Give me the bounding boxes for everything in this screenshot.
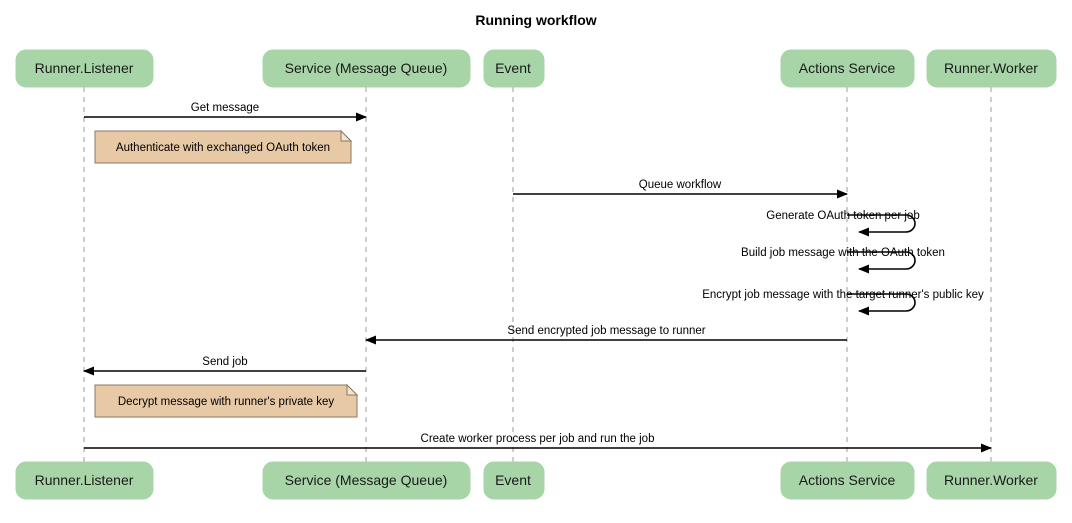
note-1[interactable]: Decrypt message with runner's private ke… bbox=[94, 383, 359, 418]
lifelines-layer bbox=[83, 87, 992, 462]
note-fold-corner bbox=[340, 129, 353, 142]
message-label: Get message bbox=[191, 102, 259, 114]
self-loop-path bbox=[847, 251, 916, 274]
message-label: Create worker process per job and run th… bbox=[421, 433, 655, 445]
participant-box bbox=[926, 49, 1057, 88]
note-body bbox=[94, 384, 358, 418]
participant-service_mq-top[interactable]: Service (Message Queue) bbox=[262, 49, 471, 88]
note-fold-corner bbox=[346, 383, 359, 396]
participant-box bbox=[926, 461, 1057, 500]
note-label: Decrypt message with runner's private ke… bbox=[118, 396, 335, 408]
message-4[interactable]: Encrypt job message with the target runn… bbox=[702, 289, 984, 316]
participant-label: Event bbox=[495, 472, 531, 488]
participant-service_mq-bottom[interactable]: Service (Message Queue) bbox=[262, 461, 471, 500]
participant-box bbox=[262, 49, 471, 88]
message-label: Build job message with the OAuth token bbox=[741, 247, 945, 259]
participant-event-bottom[interactable]: Event bbox=[483, 461, 545, 500]
participant-runner_listener-top[interactable]: Runner.Listener bbox=[15, 49, 154, 88]
participant-label: Actions Service bbox=[799, 60, 896, 76]
note-body bbox=[94, 130, 352, 164]
self-loop-path bbox=[847, 293, 916, 316]
message-7[interactable]: Create worker process per job and run th… bbox=[84, 433, 992, 453]
participant-actions_service-bottom[interactable]: Actions Service bbox=[780, 461, 915, 500]
message-2[interactable]: Generate OAuth token per job bbox=[766, 210, 920, 237]
participant-runner_worker-top[interactable]: Runner.Worker bbox=[926, 49, 1057, 88]
participant-runner_worker-bottom[interactable]: Runner.Worker bbox=[926, 461, 1057, 500]
participant-box bbox=[262, 461, 471, 500]
participant-event-top[interactable]: Event bbox=[483, 49, 545, 88]
participant-box bbox=[780, 49, 915, 88]
participant-box bbox=[15, 49, 154, 88]
participant-box bbox=[15, 461, 154, 500]
message-6[interactable]: Send job bbox=[83, 356, 366, 376]
note-0[interactable]: Authenticate with exchanged OAuth token bbox=[94, 129, 353, 164]
participant-box bbox=[483, 49, 545, 88]
message-label: Encrypt job message with the target runn… bbox=[702, 289, 984, 301]
notes-layer: Authenticate with exchanged OAuth tokenD… bbox=[94, 129, 359, 418]
participant-label: Service (Message Queue) bbox=[285, 472, 448, 488]
message-label: Queue workflow bbox=[639, 179, 722, 191]
participant-box bbox=[483, 461, 545, 500]
participant-label: Service (Message Queue) bbox=[285, 60, 448, 76]
participant-label: Runner.Worker bbox=[944, 472, 1038, 488]
message-3[interactable]: Build job message with the OAuth token bbox=[741, 247, 945, 274]
message-label: Send encrypted job message to runner bbox=[507, 325, 705, 337]
message-5[interactable]: Send encrypted job message to runner bbox=[365, 325, 847, 345]
message-label: Generate OAuth token per job bbox=[766, 210, 919, 222]
participant-label: Runner.Listener bbox=[35, 60, 134, 76]
participant-label: Event bbox=[495, 60, 531, 76]
participant-actions_service-top[interactable]: Actions Service bbox=[780, 49, 915, 88]
participant-runner_listener-bottom[interactable]: Runner.Listener bbox=[15, 461, 154, 500]
message-1[interactable]: Queue workflow bbox=[513, 179, 848, 199]
participant-box bbox=[780, 461, 915, 500]
participant-label: Actions Service bbox=[799, 472, 896, 488]
message-0[interactable]: Get message bbox=[84, 102, 367, 122]
note-label: Authenticate with exchanged OAuth token bbox=[116, 142, 330, 154]
diagram-title: Running workflow bbox=[475, 12, 596, 28]
participant-label: Runner.Worker bbox=[944, 60, 1038, 76]
participants-top-layer: Runner.Listener Service (Message Queue) Ev… bbox=[15, 49, 1057, 88]
participant-label: Runner.Listener bbox=[35, 472, 134, 488]
self-loop-path bbox=[847, 214, 916, 237]
participants-bottom-layer: Runner.Listener Service (Message Queue) Ev… bbox=[15, 461, 1057, 500]
message-label: Send job bbox=[202, 356, 247, 368]
